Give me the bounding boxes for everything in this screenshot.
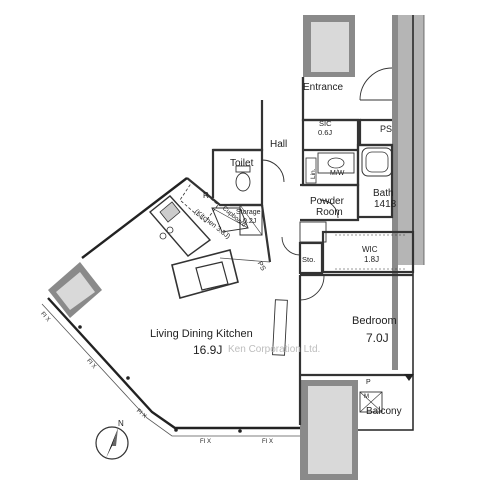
m-mark: M (364, 394, 369, 400)
doors (261, 67, 393, 301)
sic-size-label: 0.6J (318, 128, 332, 137)
powder-room-label: Room (316, 207, 343, 218)
north-arrow (95, 426, 129, 460)
structure (48, 15, 425, 480)
mw-label: M/W (330, 170, 345, 177)
fix-label-3: FI X (135, 408, 147, 420)
fix-label-2: FI X (85, 358, 97, 370)
storage-size-label: 0.2J (243, 218, 256, 225)
interior-walls (186, 77, 415, 425)
r-mark: R (203, 191, 209, 200)
bath-label: Bath (373, 188, 394, 199)
bedroom-size-label: 7.0J (366, 331, 389, 345)
ps-top-label: PS (380, 124, 392, 134)
p-mark: P (366, 379, 371, 386)
fix-label-4: FI X (200, 439, 211, 445)
fix-label-1: FI X (39, 311, 51, 323)
window-markers (78, 325, 242, 433)
sic-label: SIC (319, 119, 332, 128)
storage-label: Storage (236, 209, 261, 216)
bedroom-label: Bedroom (352, 315, 397, 327)
wic-label: WIC (362, 245, 378, 254)
balcony-label: Balcony (366, 406, 402, 417)
bath-size-label: 1418 (374, 199, 397, 210)
powder-label: Powder (310, 196, 345, 207)
north-label: N (118, 419, 124, 428)
ldk-outline (41, 177, 300, 437)
kitchen-counters (148, 181, 263, 299)
fixtures (235, 147, 414, 413)
entrance-label: Entrance (303, 82, 343, 93)
ldk-label: Living Dining Kitchen (150, 328, 253, 340)
fix-label-5: FI X (262, 439, 273, 445)
wic-size-label: 1.8J (364, 255, 379, 264)
watermark: Ken Corporation Ltd. (228, 344, 320, 355)
lin-label: Lin. (310, 168, 317, 179)
sto-label: Sto. (302, 255, 315, 264)
ldk-size-label: 16.9J (193, 343, 222, 357)
ps-mid-label: PS (256, 261, 267, 273)
hall-label: Hall (270, 139, 287, 150)
toilet-label: Toilet (230, 158, 254, 169)
